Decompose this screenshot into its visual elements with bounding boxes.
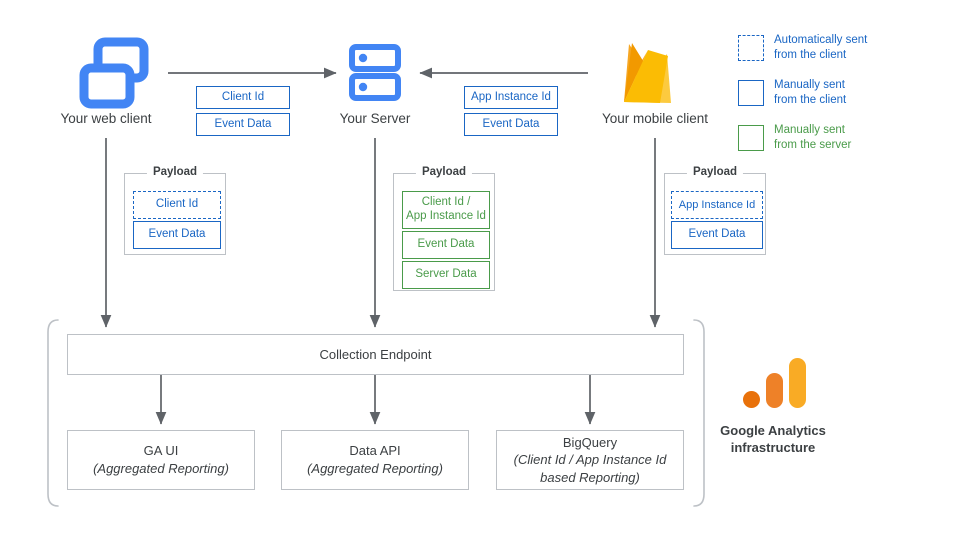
transfer-chip-event-data-mobile: Event Data: [464, 113, 558, 136]
ga-infrastructure-caption: Google Analytics infrastructure: [693, 423, 853, 457]
payload-title-server: Payload: [415, 166, 473, 178]
legend-line-2: from the client: [774, 94, 847, 107]
payload-chip-event-data-server: Event Data: [402, 231, 490, 259]
payload-chip-client-id: Client Id: [133, 191, 221, 219]
legend-item-manually-sent-client: Manually sent from the client: [738, 78, 846, 108]
legend-line-1: Manually sent: [774, 124, 845, 136]
ga-caption-line-2: infrastructure: [730, 439, 816, 455]
output-box-ga-ui[interactable]: GA UI (Aggregated Reporting): [67, 430, 255, 490]
output-title-ga-ui: GA UI: [143, 443, 179, 459]
legend-swatch-dashed-blue: [738, 35, 764, 62]
ga-caption-line-1: Google Analytics: [720, 423, 826, 438]
output-title-data-api: Data API: [349, 443, 401, 459]
node-label-server: Your Server: [339, 111, 411, 126]
legend-label-manual-server: Manually sent from the server: [774, 123, 851, 153]
payload-chip-server-data: Server Data: [402, 261, 490, 289]
payload-web-client: Payload Client Id Event Data: [124, 166, 226, 255]
output-box-bigquery[interactable]: BigQuery (Client Id / App Instance Id ba…: [496, 430, 684, 490]
node-label-mobile-client: Your mobile client: [601, 111, 709, 126]
payload-chip-line-2: App Instance Id: [406, 210, 486, 222]
collection-endpoint-box[interactable]: Collection Endpoint: [67, 334, 684, 375]
node-label-web-client: Your web client: [60, 111, 152, 126]
legend-swatch-solid-blue: [738, 80, 764, 107]
transfer-chip-client-id: Client Id: [196, 86, 290, 109]
collection-endpoint-label: Collection Endpoint: [319, 346, 432, 362]
legend-label-manual-client: Manually sent from the client: [774, 78, 846, 108]
transfer-chip-event-data: Event Data: [196, 113, 290, 136]
server-racks-icon: [349, 44, 401, 101]
output-subtitle-ga-ui: (Aggregated Reporting): [93, 461, 229, 476]
payload-chip-line-1: Client Id /: [421, 196, 471, 209]
legend-label-automatic: Automatically sent from the client: [774, 33, 867, 63]
payload-mobile-client: Payload App Instance Id Event Data: [664, 166, 766, 255]
bracket-left: [47, 319, 59, 507]
payload-chip-event-data-mobile: Event Data: [671, 221, 763, 249]
bracket-right: [693, 319, 705, 507]
legend-line-1: Manually sent: [774, 79, 845, 91]
payload-title-web: Payload: [146, 166, 204, 178]
payload-chip-client-or-app-instance-id: Client Id / App Instance Id: [402, 191, 490, 229]
payload-chip-event-data: Event Data: [133, 221, 221, 249]
output-title-bigquery: BigQuery: [562, 434, 618, 450]
output-subtitle-bigquery-line1: (Client Id / App Instance Id: [513, 452, 667, 468]
legend-line-1: Automatically sent: [774, 34, 868, 46]
legend-line-2: from the client: [774, 49, 847, 62]
transfer-chip-app-instance-id: App Instance Id: [464, 86, 558, 109]
output-subtitle-data-api: (Aggregated Reporting): [307, 461, 443, 476]
payload-title-mobile: Payload: [686, 166, 744, 178]
browser-windows-icon: [79, 37, 149, 109]
legend-swatch-solid-green: [738, 125, 764, 152]
legend-line-2: from the server: [774, 139, 852, 152]
legend-item-manually-sent-server: Manually sent from the server: [738, 123, 851, 153]
firebase-flame-icon: [624, 43, 671, 103]
output-subtitle-bigquery-line2: based Reporting): [540, 469, 640, 485]
payload-chip-app-instance-id: App Instance Id: [671, 191, 763, 219]
legend-item-automatically-sent-client: Automatically sent from the client: [738, 33, 867, 63]
payload-server: Payload Client Id / App Instance Id Even…: [393, 166, 495, 291]
google-analytics-logo: [743, 358, 806, 408]
output-box-data-api[interactable]: Data API (Aggregated Reporting): [281, 430, 469, 490]
